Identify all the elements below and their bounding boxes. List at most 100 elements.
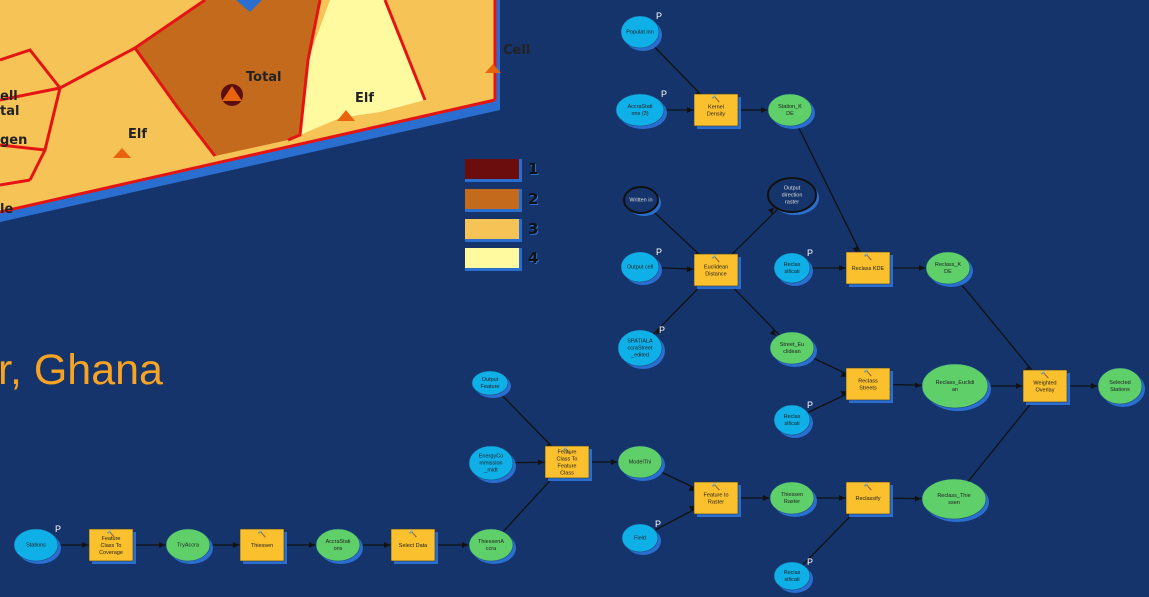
map-label-le: le	[0, 202, 14, 217]
arrowhead	[840, 371, 848, 377]
map-zone-class4	[300, 0, 425, 135]
node-written-in[interactable]: Written in	[623, 186, 661, 216]
arrowhead	[914, 382, 922, 389]
map-label-ell: ell	[0, 89, 18, 104]
node-field[interactable]: P Field	[621, 519, 661, 555]
hammer-icon: 🔨	[712, 94, 721, 103]
node-model-thi[interactable]: ModelThi	[617, 445, 665, 481]
legend-swatch-4	[465, 248, 522, 271]
node-reclass-kde[interactable]: 🔨Reclass KDE	[845, 251, 893, 287]
arrowhead	[769, 329, 776, 336]
parameter-marker: P	[55, 524, 61, 534]
legend-label-3: 3	[528, 220, 539, 238]
node-thiessen[interactable]: 🔨 Thiessen	[239, 528, 287, 564]
slide-title: r, Ghana	[0, 346, 163, 394]
parameter-marker: P	[655, 519, 661, 529]
arrowhead	[1016, 383, 1022, 389]
legend-swatch-3	[465, 219, 522, 242]
connector-reclass_kde_out-to-weighted_overlay	[947, 267, 1046, 387]
node-label: Reclassify	[855, 496, 880, 502]
arrowhead	[839, 495, 845, 501]
map-label-tal: tal	[0, 104, 20, 119]
node-select-data[interactable]: 🔨Select Data	[390, 528, 438, 564]
hammer-icon: 🔨	[258, 529, 267, 538]
arrowhead	[687, 107, 693, 113]
arrowhead	[914, 495, 922, 502]
station-markers	[113, 64, 501, 158]
parameter-marker: P	[661, 89, 667, 99]
node-label: Select Data	[399, 543, 428, 549]
hammer-icon: 🔨	[563, 446, 572, 455]
node-try-accra[interactable]: TryAccra	[165, 528, 213, 564]
node-label: Field	[634, 536, 646, 542]
arrowhead	[919, 265, 925, 271]
connector-station_kde-to-reclass_kde	[789, 109, 869, 269]
arrowhead	[537, 459, 545, 466]
arrowhead	[686, 266, 694, 273]
parameter-marker: P	[807, 400, 813, 410]
hammer-icon: 🔨	[864, 252, 873, 261]
node-label: Output cell	[627, 265, 653, 271]
map-zone-class2	[135, 0, 320, 156]
node-label: Written in	[629, 198, 652, 204]
map-label-elf-east: Elf	[355, 91, 374, 106]
node-reclassify[interactable]: 🔨Reclassify	[845, 481, 893, 517]
legend-swatch-2	[465, 189, 522, 212]
node-label: TryAccra	[177, 543, 200, 549]
parameter-marker: P	[807, 248, 813, 258]
hammer-icon: 🔨	[1041, 370, 1050, 379]
legend-label-1: 1	[528, 160, 539, 178]
node-label: Thiessen	[251, 543, 273, 549]
arrowhead	[763, 495, 769, 501]
hammer-icon: 🔨	[712, 254, 721, 263]
arrowhead	[840, 391, 848, 397]
arrowhead	[462, 542, 468, 548]
arrowhead	[852, 246, 858, 253]
arrowhead	[839, 265, 845, 271]
